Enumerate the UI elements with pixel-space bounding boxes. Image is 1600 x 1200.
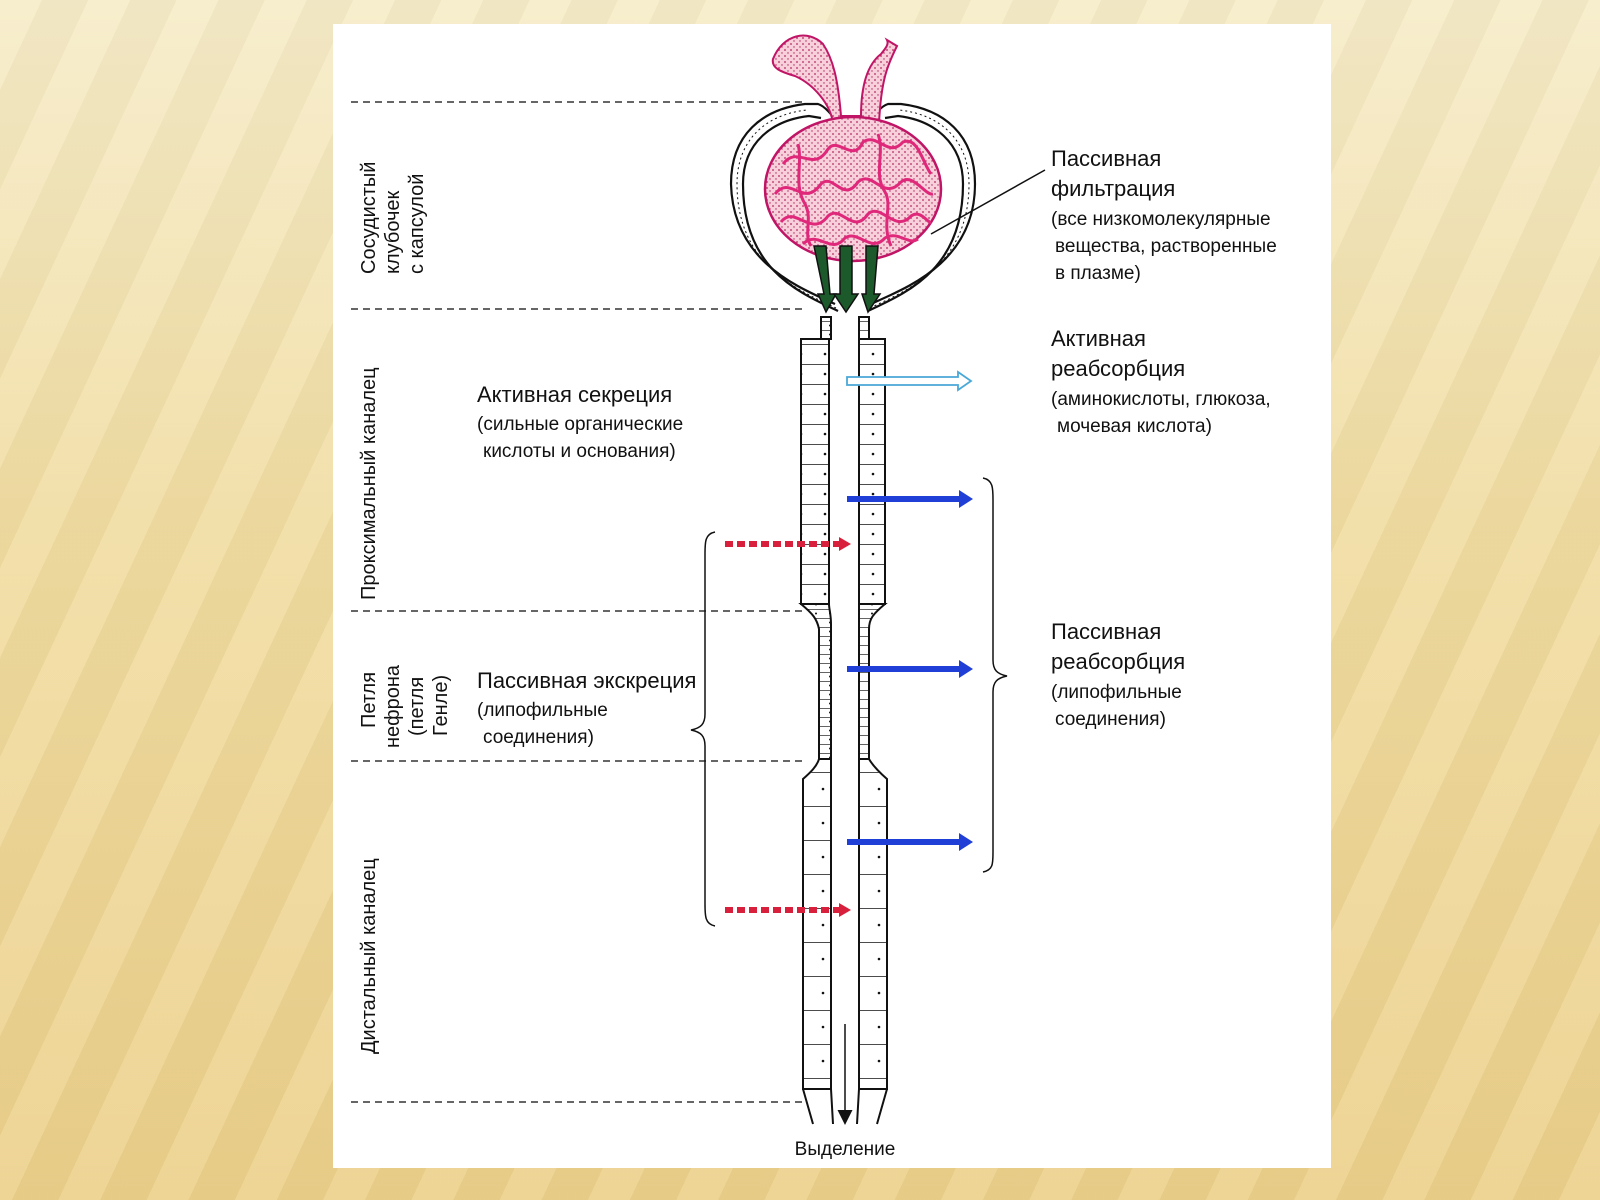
- svg-text:в плазме): в плазме): [1055, 263, 1141, 284]
- capsule-membrane: [736, 109, 970, 309]
- svg-text:реабсорбция: реабсорбция: [1051, 356, 1185, 381]
- tubule-proximal-left-wall: [800, 316, 832, 614]
- svg-text:вещества, растворенные: вещества, растворенные: [1055, 236, 1277, 257]
- nephron-diagram: Сосудистый клубочек с капсулой Проксимал…: [351, 34, 1277, 1160]
- svg-text:Активная секреция: Активная секреция: [477, 382, 672, 407]
- svg-text:(липофильные: (липофильные: [477, 700, 608, 721]
- bowman-capsule: [729, 102, 977, 312]
- label-passive-filtration: Пассивная фильтрация (все низкомолекуляр…: [1051, 146, 1277, 284]
- svg-text:(петля: (петля: [406, 677, 428, 736]
- tubule-loop-walls: [798, 603, 888, 760]
- svg-text:Пассивная экскреция: Пассивная экскреция: [477, 668, 696, 693]
- glomerulus: [763, 115, 943, 263]
- slide-panel: Сосудистый клубочек с капсулой Проксимал…: [333, 24, 1331, 1168]
- section-label-proximal: Проксимальный каналец: [358, 367, 380, 600]
- active-reabsorption-arrow: [846, 370, 973, 392]
- right-brace: [982, 477, 1008, 873]
- svg-text:соединения): соединения): [483, 727, 594, 748]
- svg-text:Пассивная: Пассивная: [1051, 619, 1161, 644]
- label-output: Выделение: [795, 1139, 896, 1160]
- svg-text:(липофильные: (липофильные: [1051, 682, 1182, 703]
- tubule-proximal-right-wall: [858, 316, 886, 605]
- svg-text:Петля: Петля: [358, 672, 380, 728]
- svg-text:Пассивная: Пассивная: [1051, 146, 1161, 171]
- section-dividers: [351, 101, 803, 1103]
- svg-text:(аминокислоты, глюкоза,: (аминокислоты, глюкоза,: [1051, 389, 1271, 410]
- svg-text:(все низкомолекулярные: (все низкомолекулярные: [1051, 209, 1271, 230]
- svg-text:кислоты и основания): кислоты и основания): [483, 441, 676, 462]
- left-brace: [690, 531, 716, 927]
- svg-text:соединения): соединения): [1055, 709, 1166, 730]
- section-label-distal: Дистальный каналец: [358, 858, 380, 1054]
- filtration-arrows: [813, 245, 882, 314]
- svg-text:фильтрация: фильтрация: [1051, 176, 1175, 201]
- afferent-efferent-vessels: [771, 34, 899, 125]
- svg-text:Активная: Активная: [1051, 326, 1146, 351]
- section-label-loop: Петля нефрона (петля Генле): [358, 664, 452, 748]
- label-passive-excretion: Пассивная экскреция (липофильные соедине…: [477, 668, 696, 748]
- label-active-reabsorption: Активная реабсорбция (аминокислоты, глюк…: [1051, 326, 1271, 437]
- filtration-pointer-line: [930, 169, 1046, 235]
- label-passive-reabsorption: Пассивная реабсорбция (липофильные соеди…: [1051, 619, 1185, 730]
- svg-text:(сильные органические: (сильные органические: [477, 414, 683, 435]
- excretion-arrows: [725, 537, 851, 917]
- svg-text:Генле): Генле): [430, 675, 452, 736]
- svg-text:реабсорбция: реабсорбция: [1051, 649, 1185, 674]
- svg-text:нефрона: нефрона: [382, 664, 404, 748]
- passive-reabsorption-arrows: [847, 490, 973, 851]
- svg-text:клубочек: клубочек: [382, 190, 404, 274]
- svg-text:с капсулой: с капсулой: [406, 174, 428, 274]
- label-active-secretion: Активная секреция (сильные органические …: [477, 382, 683, 462]
- svg-text:Сосудистый: Сосудистый: [358, 162, 380, 274]
- svg-text:мочевая кислота): мочевая кислота): [1057, 416, 1212, 437]
- section-label-glomerulus: Сосудистый клубочек с капсулой: [358, 162, 428, 274]
